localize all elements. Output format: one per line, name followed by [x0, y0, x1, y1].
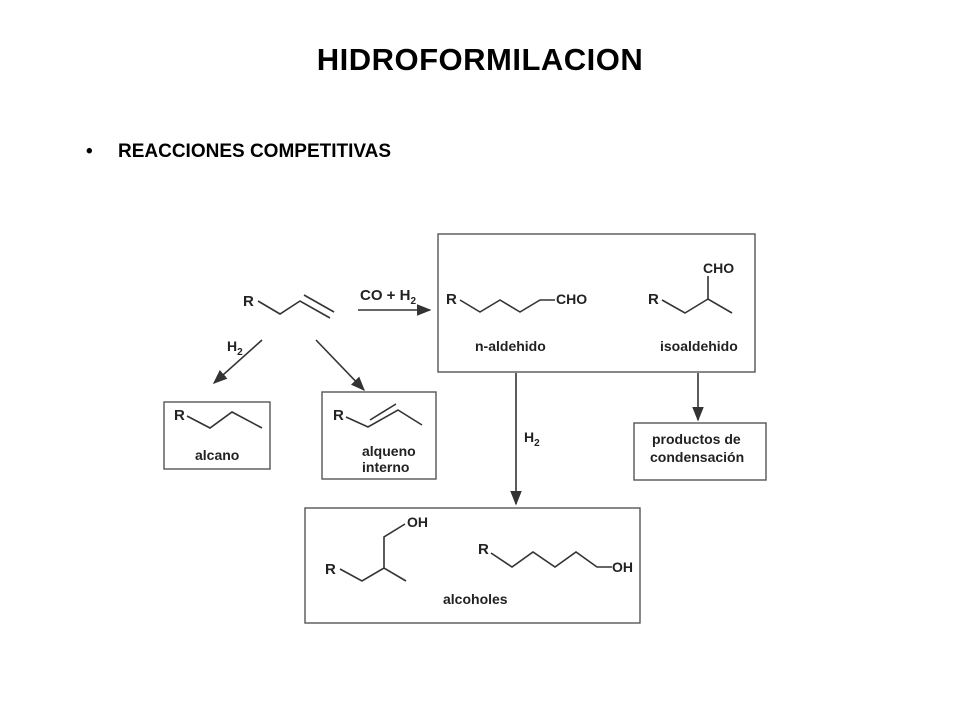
alkane-r-label: R [174, 407, 185, 424]
branched-alcohol-r-label: R [325, 561, 336, 578]
linear-alcohol-r-label: R [478, 541, 489, 558]
branched-alcohol-chain [339, 567, 407, 582]
linear-alcohol-oh: OH [612, 559, 633, 575]
alcohols-label: alcoholes [443, 591, 508, 607]
alkane-label: alcano [195, 447, 239, 463]
isoaldehyde-label: isoaldehido [660, 338, 738, 354]
internal-alkene-chain [345, 409, 423, 428]
alkane-chain [186, 411, 263, 429]
n-aldehyde-chain [459, 299, 555, 313]
internal-alkene-r-label: R [333, 407, 344, 424]
internal-alkene-label-1: alqueno [362, 443, 416, 459]
page-title: HIDROFORMILACION [316, 42, 644, 77]
isoaldehyde-r-label: R [648, 291, 659, 308]
isoaldehyde-chain [661, 298, 733, 314]
linear-alcohol-chain [490, 551, 612, 568]
isomerization-arrow [315, 339, 365, 392]
bullet-text: REACCIONES COMPETITIVAS [118, 141, 392, 162]
n-aldehyde-cho: CHO [556, 291, 587, 307]
starting-alkene [257, 294, 335, 319]
internal-alkene-box [321, 391, 437, 480]
alkane-box [163, 401, 271, 470]
n-aldehyde-label: n-aldehido [475, 338, 546, 354]
branched-alcohol-oh: OH [407, 514, 428, 530]
internal-alkene-double-bond [369, 403, 397, 421]
alkene-r-label: R [243, 293, 254, 310]
internal-alkene-label-2: interno [362, 459, 409, 475]
co-h2-label: CO + H2 [360, 287, 416, 307]
bullet-icon: • [86, 141, 93, 162]
aldehydes-box [437, 233, 756, 373]
branched-alcohol-branch [383, 523, 406, 568]
isoaldehyde-cho: CHO [703, 260, 734, 276]
condensation-box [633, 422, 767, 481]
alcohols-box [304, 507, 641, 624]
condensation-label-1: productos de [652, 431, 741, 447]
alkane-arrow [212, 339, 263, 384]
alkane-h2-label: H2 [227, 338, 243, 358]
condensation-label-2: condensación [650, 449, 744, 465]
alcohol-h2-label: H2 [524, 429, 540, 449]
n-aldehyde-r-label: R [446, 291, 457, 308]
